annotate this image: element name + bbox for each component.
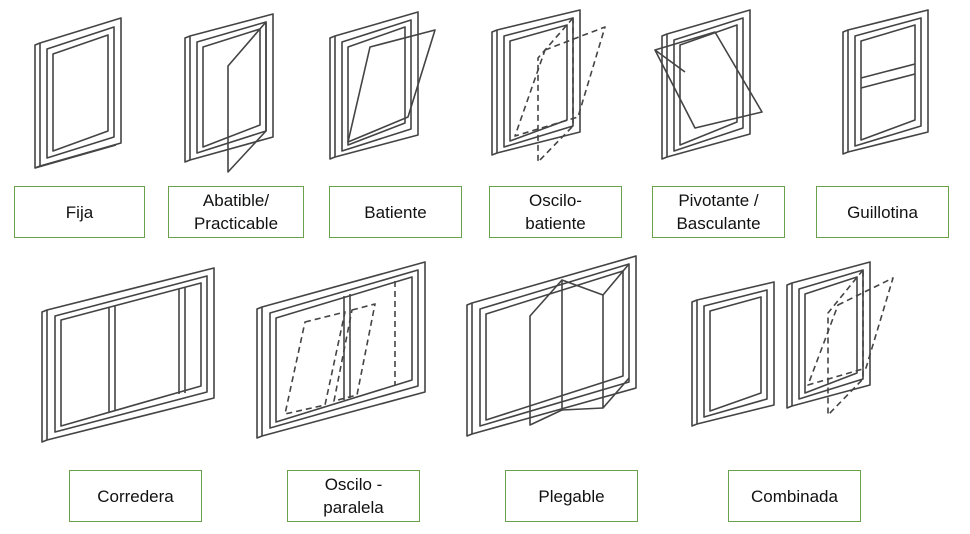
label-fija: Fija	[14, 186, 145, 238]
label-corredera: Corredera	[69, 470, 202, 522]
label-combinada: Combinada	[728, 470, 861, 522]
label-guillotina: Guillotina	[816, 186, 949, 238]
pivot-window-drawing	[654, 9, 763, 160]
tilt-turn-window-drawing	[491, 9, 606, 163]
label-pivotante-basculante: Pivotante / Basculante	[652, 186, 785, 238]
label-oscilo-paralela: Oscilo - paralela	[287, 470, 420, 522]
fixed-window-drawing	[34, 17, 122, 169]
casement-window-drawing	[184, 13, 274, 173]
label-plegable: Plegable	[505, 470, 638, 522]
label-batiente: Batiente	[329, 186, 462, 238]
combined-window-drawing	[691, 261, 894, 427]
hopper-window-drawing	[329, 11, 436, 160]
label-abatible-practicable: Abatible/ Practicable	[168, 186, 304, 238]
sliding-window-drawing	[41, 267, 215, 443]
sash-window-drawing	[842, 9, 929, 155]
folding-window-drawing	[466, 255, 637, 437]
parallel-tilt-window-drawing	[256, 261, 426, 439]
label-oscilo-batiente: Oscilo- batiente	[489, 186, 622, 238]
